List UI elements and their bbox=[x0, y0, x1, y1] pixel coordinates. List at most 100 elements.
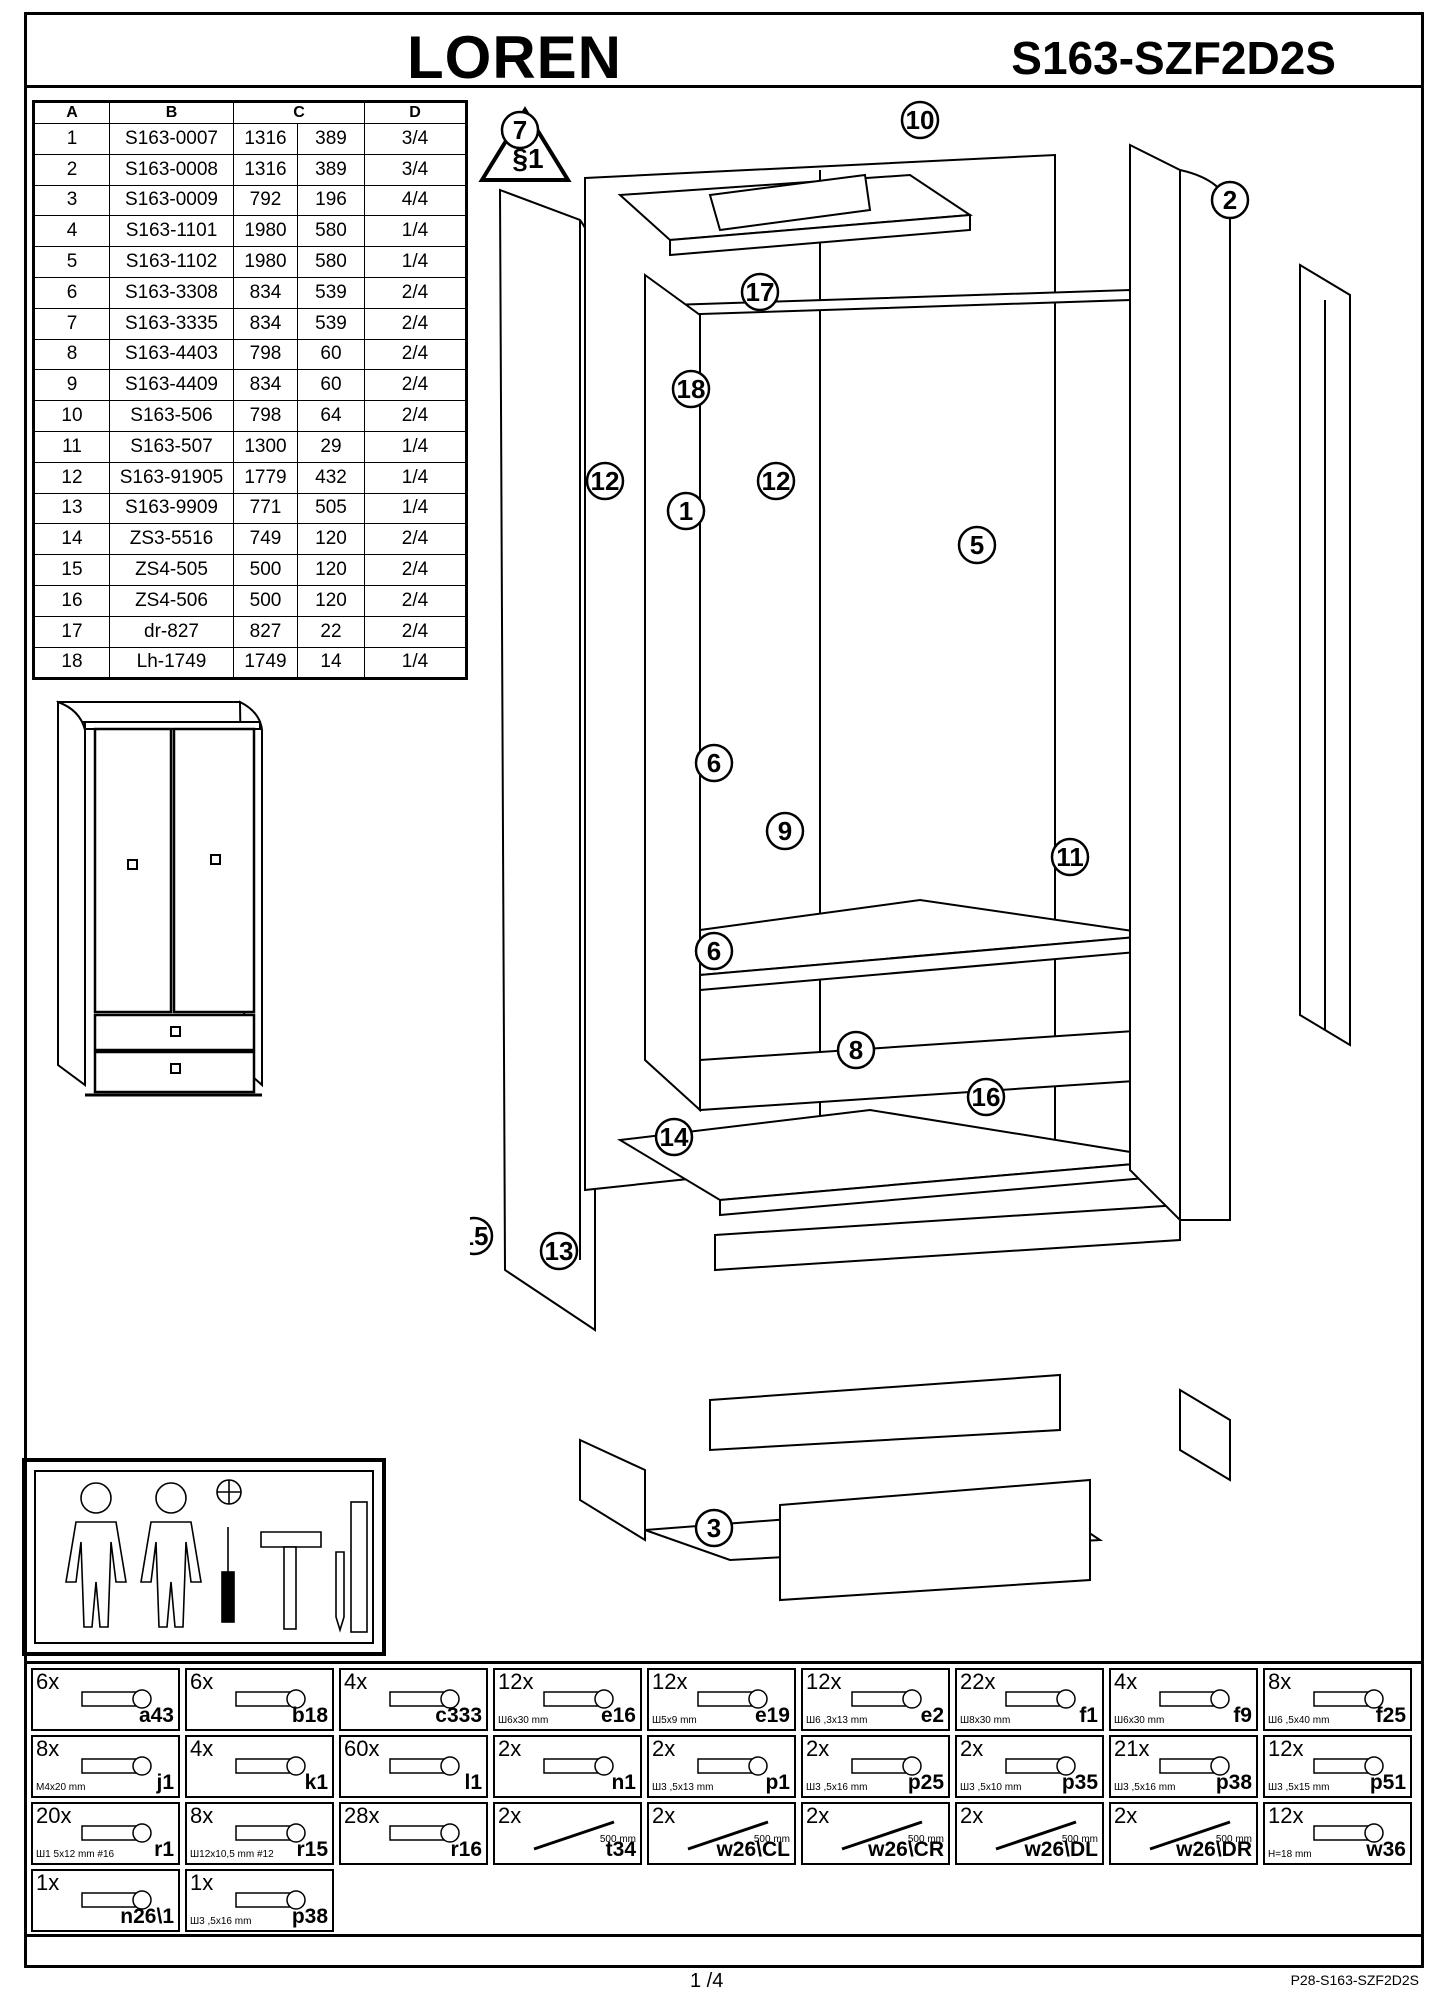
hardware-dimension: 500 mm bbox=[1061, 1834, 1098, 1845]
hardware-code: f1 bbox=[1079, 1704, 1098, 1727]
table-cell: 1/4 bbox=[364, 430, 467, 463]
table-cell: 15 bbox=[33, 554, 110, 586]
table-cell: 500 bbox=[233, 584, 298, 617]
col-header-c: C bbox=[233, 101, 365, 124]
hardware-code: p1 bbox=[765, 1771, 790, 1794]
table-cell: 8 bbox=[33, 338, 110, 371]
hardware-code: r15 bbox=[296, 1838, 328, 1861]
hardware-qty: 2x bbox=[960, 1736, 984, 1761]
table-cell: S163-0009 bbox=[109, 184, 234, 217]
page-number: 1 /4 bbox=[690, 1970, 724, 1992]
bracket-icon bbox=[543, 1756, 614, 1776]
part-callout: 14 bbox=[654, 1117, 694, 1157]
table-cell: S163-506 bbox=[109, 400, 234, 432]
handle-plate-icon bbox=[389, 1689, 460, 1709]
table-cell: 22 bbox=[297, 615, 365, 648]
svg-text:6: 6 bbox=[707, 748, 721, 778]
cam-lock-icon bbox=[81, 1823, 152, 1843]
hardware-item: 28x r16 bbox=[339, 1802, 488, 1865]
hardware-code: e2 bbox=[920, 1704, 944, 1727]
hardware-qty: 28x bbox=[344, 1803, 380, 1828]
hardware-code: b18 bbox=[291, 1704, 328, 1727]
svg-text:6: 6 bbox=[707, 936, 721, 966]
table-cell: S163-507 bbox=[109, 430, 234, 463]
table-cell: 580 bbox=[297, 215, 365, 248]
table-cell: 12 bbox=[33, 461, 110, 494]
glide-icon bbox=[235, 1756, 306, 1776]
table-cell: 1/4 bbox=[364, 215, 467, 248]
svg-text:9: 9 bbox=[778, 816, 792, 846]
hardware-qty: 20x bbox=[36, 1803, 72, 1828]
hardware-dimension: Ш6 ,5x40 mm bbox=[1268, 1715, 1330, 1726]
hardware-dimension: Ш3 ,5x10 mm bbox=[960, 1782, 1022, 1793]
hardware-code: t34 bbox=[605, 1838, 636, 1861]
part-callout: 3 bbox=[694, 1508, 734, 1548]
hardware-qty: 2x bbox=[652, 1736, 676, 1761]
table-cell: 5 bbox=[33, 246, 110, 278]
table-header-row: A B C D bbox=[33, 101, 467, 124]
hardware-code: r16 bbox=[450, 1838, 482, 1861]
table-cell: 2/4 bbox=[364, 584, 467, 617]
part-callout: 16 bbox=[966, 1077, 1006, 1117]
person-icon bbox=[80, 1482, 112, 1514]
hardware-qty: 12x bbox=[498, 1669, 534, 1694]
table-cell: 3/4 bbox=[364, 153, 467, 186]
table-cell: 60 bbox=[297, 338, 365, 371]
screw-icon bbox=[543, 1689, 614, 1709]
svg-text:13: 13 bbox=[545, 1236, 574, 1266]
table-cell: S163-4409 bbox=[109, 369, 234, 402]
screw-icon bbox=[1313, 1689, 1384, 1709]
product-code: S163-SZF2D2S bbox=[1011, 32, 1336, 84]
drawer-slide-icon bbox=[687, 1820, 769, 1851]
dowel-icon bbox=[1159, 1689, 1230, 1709]
hinge-plate-icon bbox=[235, 1689, 306, 1709]
table-cell: 14 bbox=[33, 523, 110, 556]
table-cell: 1316 bbox=[233, 123, 298, 155]
table-cell: 1316 bbox=[233, 153, 298, 186]
table-cell: 2/4 bbox=[364, 276, 467, 309]
hardware-dimension: 500 mm bbox=[1215, 1834, 1252, 1845]
hardware-qty: 1x bbox=[36, 1870, 60, 1895]
table-cell: 432 bbox=[297, 461, 365, 494]
table-cell: 539 bbox=[297, 307, 365, 340]
svg-text:1: 1 bbox=[679, 496, 693, 526]
part-callout: 8 bbox=[836, 1030, 876, 1070]
hinge-icon bbox=[81, 1689, 152, 1709]
hardware-qty: 21x bbox=[1114, 1736, 1150, 1761]
screw-icon bbox=[851, 1756, 922, 1776]
part-callout: 18 bbox=[671, 369, 711, 409]
tools-illustration bbox=[65, 1479, 368, 1633]
part-callout: 7 bbox=[500, 110, 540, 150]
screw-icon bbox=[235, 1890, 306, 1910]
exploded-assembly-diagram: §1 123456678910111212131415161718 bbox=[470, 100, 1351, 1602]
table-cell: 17 bbox=[33, 615, 110, 648]
svg-text:11: 11 bbox=[1056, 842, 1084, 872]
hardware-dimension: Ш3 ,5x16 mm bbox=[806, 1782, 868, 1793]
part-callout: 13 bbox=[539, 1231, 579, 1271]
svg-text:17: 17 bbox=[746, 277, 775, 307]
svg-text:10: 10 bbox=[906, 105, 935, 135]
person-icon bbox=[155, 1482, 187, 1514]
bolt-icon bbox=[81, 1756, 152, 1776]
hardware-code: e16 bbox=[600, 1704, 636, 1727]
hardware-dimension: 500 mm bbox=[753, 1834, 790, 1845]
svg-text:2: 2 bbox=[1223, 185, 1237, 215]
table-cell: 389 bbox=[297, 153, 365, 186]
svg-text:15: 15 bbox=[470, 1221, 488, 1251]
screw-icon bbox=[1159, 1756, 1230, 1776]
